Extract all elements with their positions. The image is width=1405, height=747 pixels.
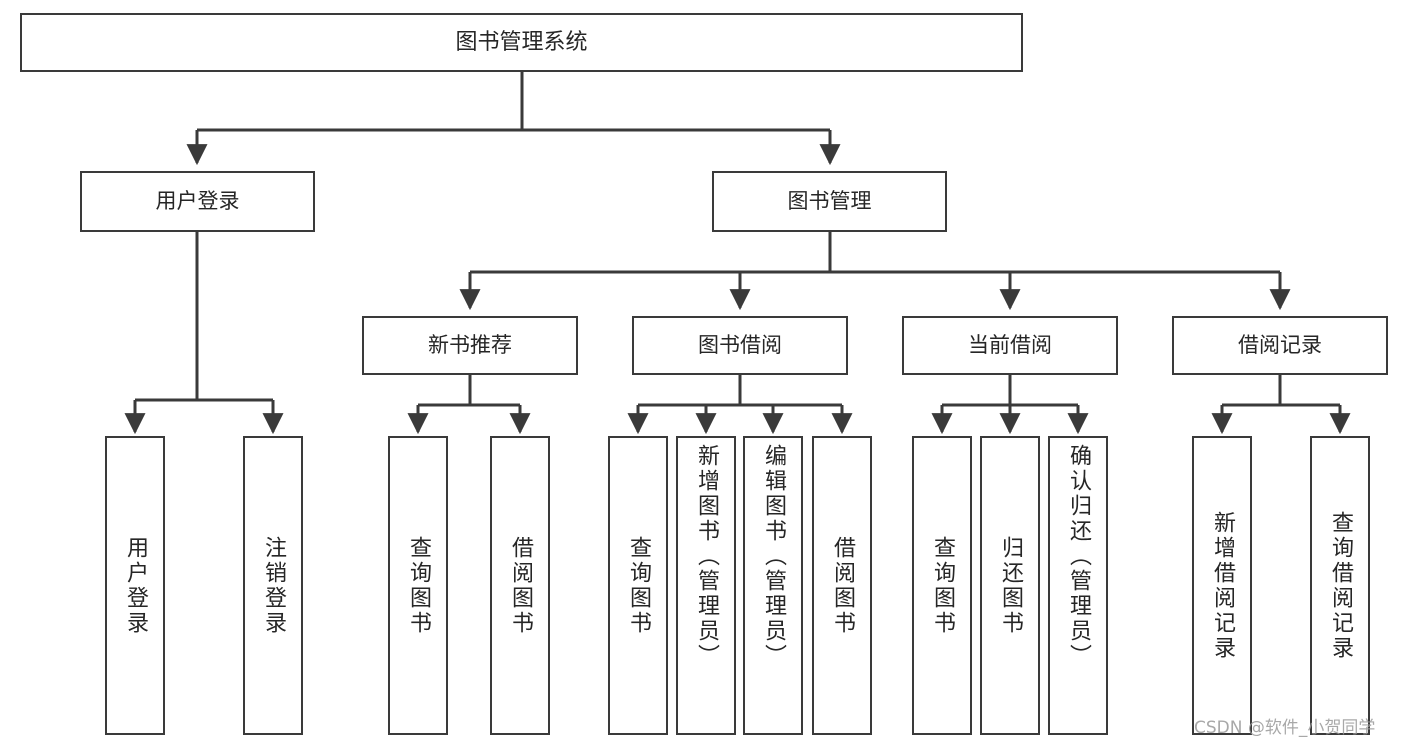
node-label: 查询图书	[930, 535, 955, 636]
watermark-text: CSDN @软件_小贺同学	[1194, 718, 1376, 738]
leaf-return-books[interactable]: 归还图书	[980, 436, 1040, 735]
node-label: 编辑图书（管理员）	[761, 444, 786, 669]
node-label: 查询图书	[626, 535, 651, 636]
node-book-borrowing[interactable]: 图书借阅	[632, 316, 848, 375]
node-root-book-management-system[interactable]: 图书管理系统	[20, 13, 1023, 72]
leaf-logout[interactable]: 注销登录	[243, 436, 303, 735]
leaf-edit-book-admin[interactable]: 编辑图书（管理员）	[743, 436, 803, 735]
leaf-query-books-borrowing[interactable]: 查询图书	[608, 436, 668, 735]
node-user-login[interactable]: 用户登录	[80, 171, 315, 232]
node-label: 图书借阅	[698, 333, 782, 358]
node-label: 当前借阅	[968, 333, 1052, 358]
node-label: 确认归还（管理员）	[1066, 444, 1091, 669]
node-borrowing-records[interactable]: 借阅记录	[1172, 316, 1388, 375]
leaf-add-borrow-record[interactable]: 新增借阅记录	[1192, 436, 1252, 735]
leaf-query-books-current[interactable]: 查询图书	[912, 436, 972, 735]
node-label: 图书管理	[787, 189, 872, 214]
node-label: 新增图书（管理员）	[694, 444, 719, 669]
leaf-query-borrow-record[interactable]: 查询借阅记录	[1310, 436, 1370, 735]
leaf-add-book-admin[interactable]: 新增图书（管理员）	[676, 436, 736, 735]
node-label: 查询图书	[406, 535, 431, 636]
leaf-borrow-books-borrowing[interactable]: 借阅图书	[812, 436, 872, 735]
node-current-borrowing[interactable]: 当前借阅	[902, 316, 1118, 375]
node-label: 用户登录	[155, 189, 240, 214]
node-label: 查询借阅记录	[1328, 510, 1353, 661]
node-label: 借阅记录	[1238, 333, 1322, 358]
leaf-confirm-return-admin[interactable]: 确认归还（管理员）	[1048, 436, 1108, 735]
node-label: 归还图书	[998, 535, 1023, 636]
leaf-query-books-recommend[interactable]: 查询图书	[388, 436, 448, 735]
node-label: 注销登录	[261, 535, 286, 636]
node-book-management[interactable]: 图书管理	[712, 171, 947, 232]
node-label: 用户登录	[123, 535, 148, 636]
node-label: 借阅图书	[508, 535, 533, 636]
leaf-borrow-books-recommend[interactable]: 借阅图书	[490, 436, 550, 735]
node-label: 借阅图书	[830, 535, 855, 636]
node-label: 图书管理系统	[455, 29, 588, 55]
node-label: 新书推荐	[428, 333, 512, 358]
node-label: 新增借阅记录	[1210, 510, 1235, 661]
leaf-user-login[interactable]: 用户登录	[105, 436, 165, 735]
node-new-book-recommendation[interactable]: 新书推荐	[362, 316, 578, 375]
